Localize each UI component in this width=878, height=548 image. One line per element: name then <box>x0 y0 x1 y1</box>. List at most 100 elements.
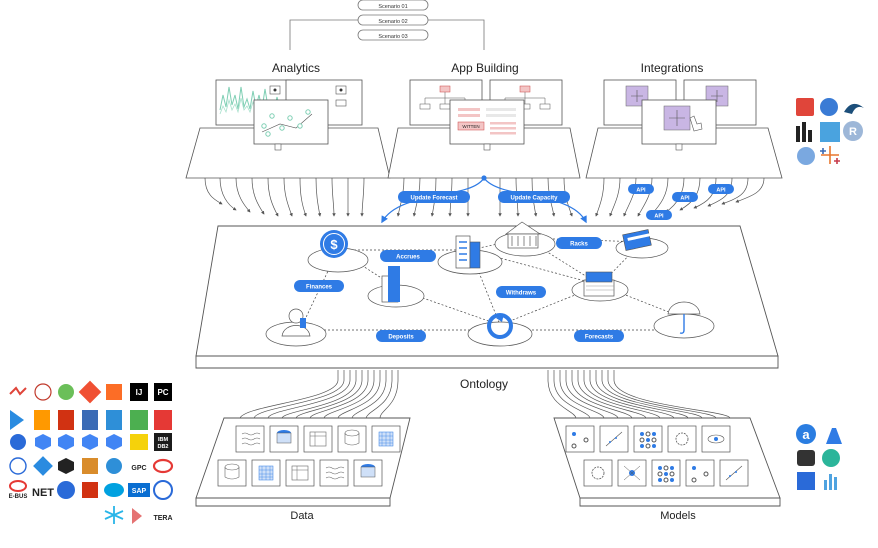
scenario-label-1: Scenario 01 <box>378 4 407 10</box>
nodes-graph-icon <box>685 459 715 487</box>
api-label-1: API <box>636 188 646 194</box>
deposits-pill[interactable] <box>376 330 426 342</box>
gcp-hex-logo-icon <box>35 434 51 450</box>
azure-logo-icon <box>820 122 840 142</box>
withdraws-label: Withdraws <box>506 291 537 297</box>
globe-logo-icon <box>106 458 122 474</box>
pycharm-logo-icon <box>154 383 172 401</box>
model-logos: a <box>796 424 842 490</box>
analytics-monitor-front <box>253 99 329 145</box>
app-building-panel: WITTEN <box>387 79 581 179</box>
cash-stack-icon <box>583 271 615 297</box>
cylinder-logo-icon <box>130 410 148 430</box>
deposits-label: Deposits <box>388 335 414 341</box>
finances-label: Finances <box>306 285 333 291</box>
api-pill-1[interactable] <box>628 184 654 194</box>
update-forecast-pill[interactable] <box>398 191 470 203</box>
api-pill-4[interactable] <box>646 210 672 220</box>
gitlab-logo-icon <box>106 384 122 400</box>
accrues-label: Accrues <box>396 255 420 261</box>
person-phone-icon <box>281 308 311 337</box>
sigma-logo-icon <box>796 98 814 116</box>
update-forecast-label: Update Forecast <box>410 196 457 202</box>
database-outline-icon <box>337 425 367 453</box>
ontology-title: Ontology <box>460 377 508 391</box>
api-pill-2[interactable] <box>672 192 698 202</box>
vscode-logo-icon <box>10 410 24 430</box>
ibm-db2-logo-icon <box>154 433 172 451</box>
scenario-label-2: Scenario 02 <box>378 19 407 25</box>
salesforce-logo-icon <box>104 483 124 497</box>
robot-logo-icon <box>797 450 815 466</box>
hex-dark-logo-icon <box>58 458 74 474</box>
aws-blue-logo-icon <box>82 410 98 430</box>
analytics-panel <box>185 79 391 179</box>
q-logo-icon <box>820 98 838 116</box>
update-capacity-pill[interactable] <box>498 191 570 203</box>
svg-text:$: $ <box>330 237 338 252</box>
app-submit-label: WITTEN <box>462 124 479 129</box>
app-submit-button[interactable] <box>457 121 485 131</box>
logo-row-1: IJ PC <box>9 380 172 404</box>
gpc-logo-icon: GPC <box>131 465 146 472</box>
scenario-pill-3[interactable] <box>357 29 429 41</box>
bucket-logo-icon <box>82 458 98 474</box>
data-tiles <box>217 425 401 487</box>
logo-row-4: GPC <box>9 456 174 476</box>
sap-logo-icon <box>128 483 150 497</box>
swirl-logo-icon <box>57 481 75 499</box>
analytics-title: Analytics <box>272 61 320 75</box>
teradata-logo-label: TERA <box>153 515 172 522</box>
logo-row-3: IBM DB2 <box>10 433 172 451</box>
bar-tower-icon <box>381 266 400 303</box>
feather-logo-icon <box>822 449 840 467</box>
logo-row-5: E-BUS NET SAP <box>9 480 173 500</box>
forecasts-label: Forecasts <box>585 335 614 341</box>
gcp-hex-logo-icon <box>58 434 74 450</box>
finances-pill[interactable] <box>294 280 344 292</box>
app-building-title: App Building <box>451 61 518 75</box>
api-label-3: API <box>716 188 726 194</box>
ebus-logo-label: E-BUS <box>9 494 28 500</box>
sap-logo-label: SAP <box>132 488 147 495</box>
data-title: Data <box>290 510 314 522</box>
model-tiles <box>565 425 749 487</box>
forecasts-pill[interactable] <box>574 330 624 342</box>
api-label-4: API <box>654 214 664 220</box>
integrations-title: Integrations <box>641 61 704 75</box>
gear-icon <box>583 459 613 487</box>
aws-logo-icon <box>34 410 50 430</box>
accrues-pill[interactable] <box>380 250 436 262</box>
gear-icon <box>667 425 697 453</box>
models-title: Models <box>660 510 696 522</box>
layers-logo-icon <box>154 410 172 430</box>
shiny-logo-icon <box>797 147 815 165</box>
database-outline-icon <box>217 459 247 487</box>
api-pill-3[interactable] <box>708 184 734 194</box>
dollar-coin-icon: $ <box>320 230 348 258</box>
orca-logo-icon <box>844 103 864 114</box>
a-logo-icon <box>796 424 816 444</box>
scenario-stack: Scenario 01 Scenario 02 Scenario 03 <box>289 0 485 50</box>
wave-logo-icon <box>9 386 27 396</box>
db2-logo-label: DB2 <box>157 444 168 450</box>
table-icon <box>303 425 333 453</box>
bar-chart-logo-icon <box>824 474 837 490</box>
cube-logo-icon <box>106 410 122 430</box>
pycharm-logo-label: PC <box>157 388 168 397</box>
integration-logos: R <box>796 98 864 165</box>
scenario-pill-2[interactable] <box>357 14 429 26</box>
svg-text:R: R <box>849 126 857 138</box>
stream-icon <box>235 425 265 453</box>
credit-card-icon <box>622 229 652 251</box>
withdraws-pill[interactable] <box>496 286 546 298</box>
racks-pill[interactable] <box>556 237 602 249</box>
power-bi-logo-icon <box>796 122 812 142</box>
update-capacity-label: Update Capacity <box>510 196 558 202</box>
cube-logo-icon <box>797 472 815 490</box>
atom-logo-icon <box>34 383 52 401</box>
scenario-pill-1[interactable] <box>357 0 429 11</box>
office-building-icon <box>455 235 481 269</box>
aws-red-logo-icon <box>58 410 74 430</box>
